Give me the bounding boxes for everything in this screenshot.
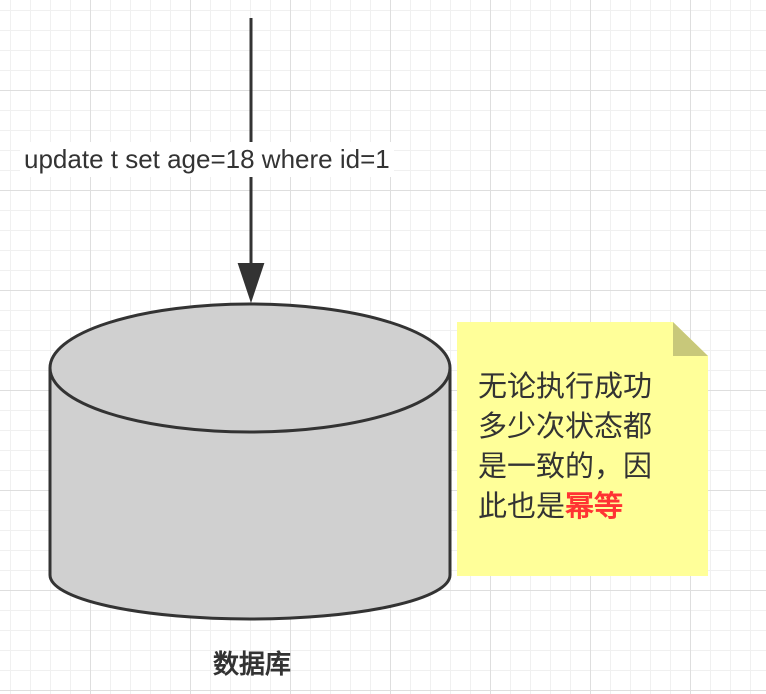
note-line-2: 多少次状态都 bbox=[478, 409, 653, 443]
note-line-1: 无论执行成功 bbox=[478, 369, 653, 403]
note-text: 无论执行成功 多少次状态都 是一致的，因 此也是幂等 bbox=[478, 366, 693, 526]
sticky-note[interactable] bbox=[457, 322, 708, 576]
database-label: 数据库 bbox=[212, 650, 291, 680]
edge-label: update t set age=18 where id=1 bbox=[20, 142, 394, 177]
note-line-4: 此也是幂等 bbox=[478, 486, 693, 526]
note-fold bbox=[673, 322, 708, 356]
database-cylinder[interactable] bbox=[48, 302, 452, 621]
cylinder-body bbox=[48, 368, 452, 621]
note-line-4-prefix: 此也是 bbox=[478, 489, 566, 523]
arrow-head bbox=[237, 263, 265, 304]
cylinder-top bbox=[48, 302, 452, 434]
note-line-3: 是一致的，因 bbox=[478, 449, 653, 483]
note-body bbox=[457, 322, 708, 576]
note-highlight: 幂等 bbox=[565, 489, 624, 523]
